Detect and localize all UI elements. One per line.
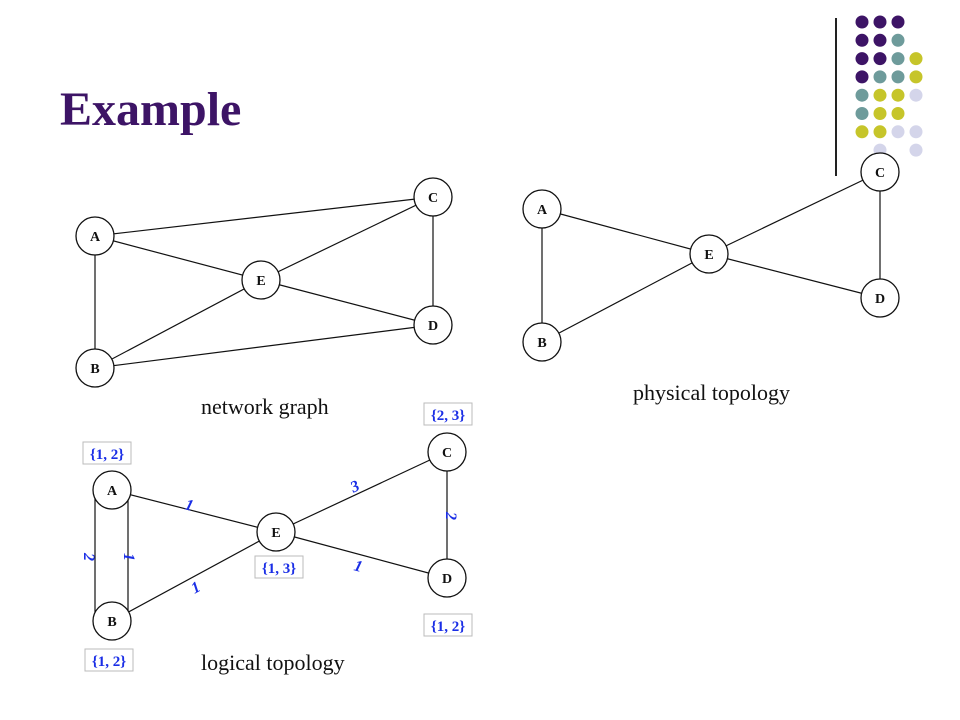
node-a: A	[92, 470, 132, 510]
decor-dot	[891, 107, 905, 120]
logical-topology: A B C D E {1, 2} {1, 2} {2, 3} {1, 2} {1…	[80, 402, 473, 675]
svg-text:D: D	[875, 292, 885, 307]
decor-dot	[873, 88, 887, 102]
svg-text:C: C	[428, 191, 438, 206]
svg-text:A: A	[90, 230, 101, 245]
svg-text:B: B	[107, 615, 116, 630]
node-c: C	[413, 177, 453, 217]
node-d: D	[427, 558, 467, 598]
slide-title: Example	[60, 83, 242, 136]
decor-dot	[891, 88, 905, 102]
svg-text:D: D	[442, 572, 452, 587]
decor-dot	[909, 52, 923, 66]
edge-c-e	[708, 171, 881, 255]
decor-dot	[891, 33, 905, 47]
node-c: C	[427, 432, 467, 472]
set-label-e: {1, 3}	[254, 555, 304, 579]
node-d: D	[413, 305, 453, 345]
decor-dot	[873, 107, 887, 120]
svg-text:{1, 2}: {1, 2}	[92, 654, 126, 670]
edge-a-c	[94, 196, 434, 237]
decor-dot	[873, 70, 887, 84]
decor-dot	[873, 125, 887, 139]
svg-text:B: B	[537, 336, 546, 351]
decor-dot	[855, 107, 869, 120]
set-label-c: {2, 3}	[423, 402, 473, 426]
node-a: A	[522, 189, 562, 229]
svg-text:{1, 3}: {1, 3}	[262, 561, 296, 577]
svg-text:E: E	[271, 526, 280, 541]
decor-dot	[891, 125, 905, 139]
set-label-b: {1, 2}	[84, 648, 134, 672]
caption-network-graph: network graph	[201, 394, 329, 419]
physical-topology: A B C D E physical topology	[522, 152, 900, 405]
caption-physical-topology: physical topology	[633, 380, 790, 405]
node-d: D	[860, 278, 900, 318]
edge-label-a-b-outer: 2	[80, 552, 97, 561]
edge-e-c	[275, 451, 448, 533]
edge-a-e	[94, 235, 262, 281]
decor-dot	[891, 15, 905, 29]
decor-dot	[855, 33, 869, 47]
svg-text:C: C	[875, 166, 885, 181]
edge-label-e-c: 3	[347, 478, 362, 497]
edge-label-b-e: 1	[188, 579, 203, 598]
decor-dot	[891, 70, 905, 84]
decor-dot	[855, 125, 869, 139]
edge-b-e	[94, 279, 262, 369]
svg-text:{1, 2}: {1, 2}	[90, 447, 124, 463]
node-b: B	[75, 348, 115, 388]
decor-dot	[909, 143, 923, 157]
svg-text:{2, 3}: {2, 3}	[431, 408, 465, 424]
svg-text:B: B	[90, 362, 99, 377]
decor-dot	[855, 88, 869, 102]
edge-b-e	[111, 531, 277, 622]
edge-c-e	[260, 196, 434, 281]
edge-e-d	[260, 279, 434, 326]
edge-a-e	[111, 489, 277, 533]
edge-label-a-e: 1	[183, 496, 195, 514]
svg-text:C: C	[442, 446, 452, 461]
title-divider-line	[835, 18, 837, 176]
decor-dot	[909, 70, 923, 84]
set-label-a: {1, 2}	[82, 441, 132, 465]
edge-b-e	[541, 253, 710, 343]
node-e: E	[256, 512, 296, 552]
network-graph: A B C D E network graph	[75, 177, 453, 419]
decor-dot	[855, 70, 869, 84]
svg-text:A: A	[537, 203, 548, 218]
caption-logical-topology: logical topology	[201, 650, 345, 675]
svg-text:E: E	[704, 248, 713, 263]
node-c: C	[860, 152, 900, 192]
svg-text:D: D	[428, 319, 438, 334]
node-b: B	[522, 322, 562, 362]
edge-label-c-d: 2	[442, 511, 459, 520]
edge-d-e	[708, 253, 881, 299]
edge-b-d	[94, 324, 434, 369]
edge-e-d	[275, 531, 448, 579]
node-e: E	[689, 234, 729, 274]
svg-text:{1, 2}: {1, 2}	[431, 619, 465, 635]
decor-dot	[909, 88, 923, 102]
decor-dot	[855, 52, 869, 66]
decor-dot	[873, 15, 887, 29]
edge-a-e	[541, 208, 710, 255]
edge-label-a-b-inner: 1	[120, 553, 137, 561]
decor-dot	[855, 15, 869, 29]
set-label-d: {1, 2}	[423, 613, 473, 637]
node-b: B	[92, 601, 132, 641]
decor-dot	[873, 33, 887, 47]
decor-dot	[873, 52, 887, 66]
node-e: E	[241, 260, 281, 300]
decor-dot	[891, 52, 905, 66]
edge-label-e-d: 1	[352, 557, 364, 575]
decor-dot	[909, 125, 923, 139]
svg-text:E: E	[256, 274, 265, 289]
svg-text:A: A	[107, 484, 118, 499]
node-a: A	[75, 216, 115, 256]
